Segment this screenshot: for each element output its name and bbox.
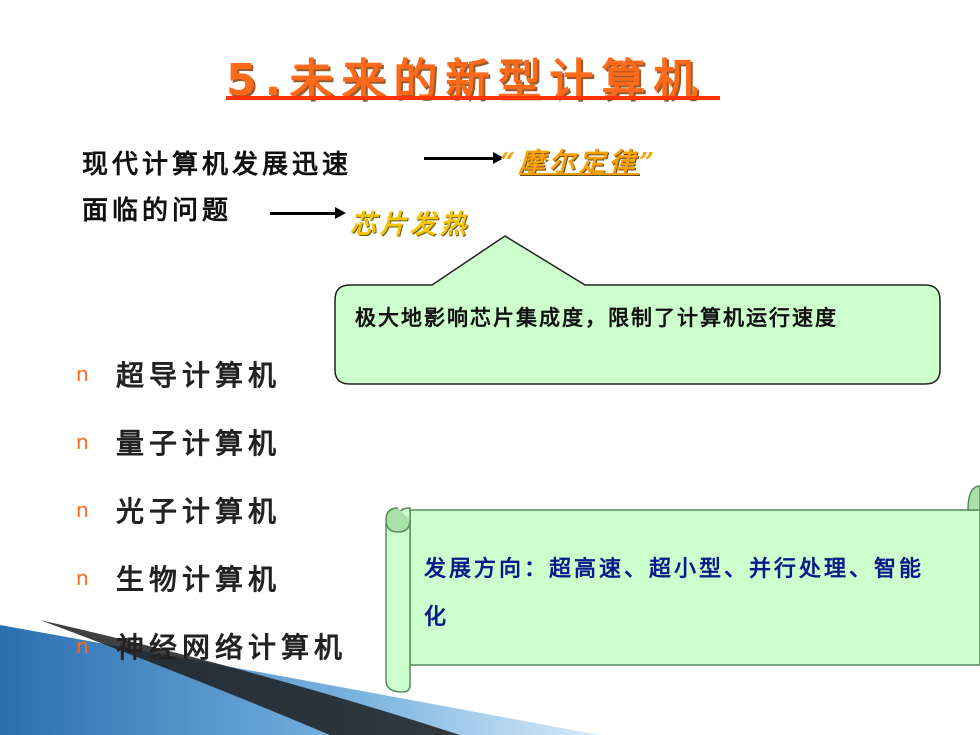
bullet-icon: n	[76, 566, 89, 590]
bullet-icon: n	[76, 362, 89, 386]
scroll-banner	[385, 485, 980, 693]
moores-law-term: “摩尔定律”	[500, 142, 658, 179]
scroll-text: 发展方向：超高速、超小型、并行处理、智能化	[424, 556, 925, 630]
statement-problem: 面临的问题	[82, 196, 233, 226]
bullet-icon: n	[76, 430, 89, 454]
arrow-right-icon	[270, 207, 346, 219]
statement-development: 现代计算机发展迅速	[82, 150, 353, 180]
arrow-right-icon	[424, 152, 504, 164]
quote-close: ”	[638, 148, 658, 178]
bullet-icon: n	[76, 634, 89, 658]
bullet-icon: n	[76, 498, 89, 522]
callout-text: 极大地影响芯片集成度，限制了计算机运行速度	[355, 305, 838, 330]
decorative-swoosh	[0, 620, 600, 735]
chip-heat-label: 芯片发热	[350, 210, 471, 240]
moores-law-label: 摩尔定律	[518, 148, 639, 178]
title-underline	[226, 96, 720, 100]
quote-open: “	[500, 148, 519, 178]
